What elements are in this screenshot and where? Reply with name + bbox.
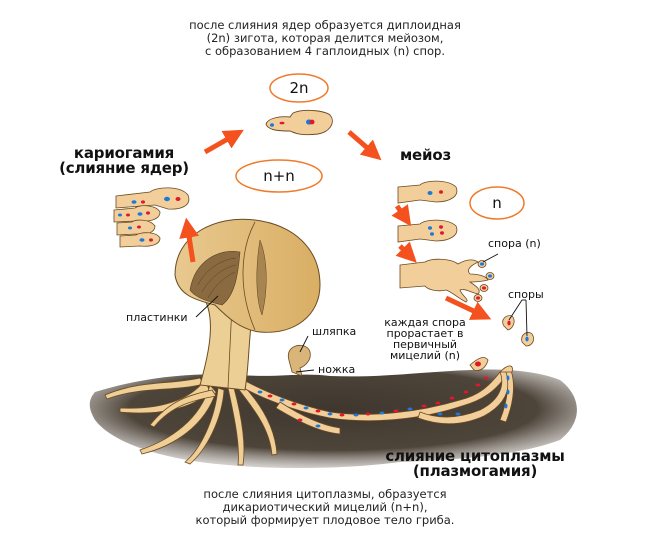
stage-plasmogamy: слияние цитоплазмы (плазмогамия) [385,447,565,480]
arrow-meiosis-2 [395,241,417,263]
meiosis-cell-2 [397,219,458,243]
gill-lines [197,257,237,299]
stage-karyogamy: кариогамия (слияние ядер) [59,144,189,177]
basidium [399,258,495,303]
meiosis-cell-1 [397,180,458,204]
spore-blue [521,332,534,347]
cycle-arrows [179,129,492,320]
mycelium-nuclei [233,358,510,428]
spore-red [502,315,515,331]
mushroom-cap-cut [242,221,256,331]
zygote-cell [265,109,333,136]
label-spores: споры [508,288,544,301]
young-mushroom [287,344,311,377]
arrow-to-karyogamy [179,217,200,263]
gills-right [256,239,267,316]
label-germination: каждая спора прорастает в первичный мице… [384,316,466,362]
arrow-to-spores [444,295,492,320]
leader-lines [195,253,528,373]
label-spore: спора (n) [488,237,541,250]
stage-meiosis: мейоз [400,146,451,164]
top-caption: после слияния ядер образуется диплоидная… [189,18,461,58]
label-gills: пластинки [126,311,188,324]
ploidy-badge-2n: 2n [289,79,309,97]
arrow-to-zygote [203,129,244,155]
badge-nn-outline [235,159,323,193]
mycelium-roots [104,377,278,466]
label-stalk: ножка [318,363,356,376]
arrow-to-meiosis [347,130,382,161]
badge-2n-outline [269,73,329,103]
dikaryotic-mycelium [235,357,514,435]
label-cap: шляпка [312,325,357,338]
karyogamy-cells [113,187,190,248]
badge-n-outline [469,186,525,220]
bottom-caption: после слияния цитоплазмы, образуется дик… [195,487,455,527]
ploidy-badge-n: n [492,194,502,212]
ploidy-badge-n-plus-n: n+n [263,167,295,185]
arrow-meiosis-1 [391,204,412,227]
mushroom-cap [174,218,321,333]
